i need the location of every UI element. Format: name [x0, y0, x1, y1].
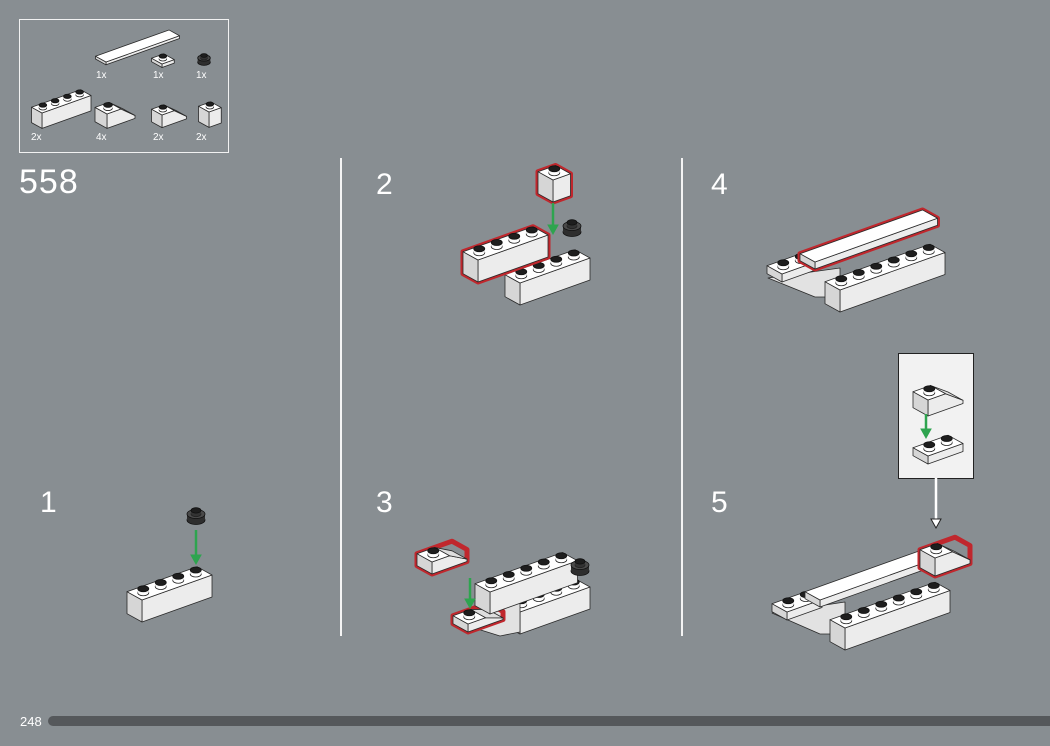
stud-icon	[567, 249, 580, 257]
part-qty: 2x	[153, 132, 164, 143]
step-label: 4	[711, 168, 728, 201]
stud-icon	[205, 101, 215, 107]
stud-icon	[38, 102, 48, 108]
stud-icon	[940, 435, 953, 442]
stud-icon	[835, 275, 848, 283]
green-arrow-head-icon	[190, 554, 202, 566]
stud-icon	[555, 552, 568, 560]
stud-icon	[525, 226, 538, 234]
stud-icon	[473, 245, 486, 253]
stud-icon	[852, 269, 865, 276]
parts-list-box	[19, 19, 229, 153]
stud-icon	[548, 165, 561, 173]
stud-icon	[923, 441, 936, 449]
tile-part-top	[95, 29, 180, 63]
stud-icon	[782, 597, 795, 605]
step-label: 1	[40, 486, 57, 519]
step-label: 3	[376, 486, 393, 519]
build-step-number: 558	[19, 163, 79, 201]
part-qty: 4x	[96, 132, 107, 143]
tile-new-top	[799, 209, 938, 263]
stud-icon	[875, 600, 888, 608]
stud-icon	[566, 219, 578, 226]
stud-icon	[502, 571, 515, 578]
part-qty: 2x	[31, 132, 42, 143]
stud-icon	[930, 543, 943, 551]
stud-icon	[75, 89, 84, 95]
column-divider	[340, 158, 342, 636]
stud-icon	[887, 256, 900, 264]
stud-icon	[892, 594, 905, 602]
stud-icon	[200, 53, 208, 58]
step-label: 5	[711, 486, 728, 519]
stud-icon	[463, 609, 476, 617]
part-qty: 1x	[96, 70, 107, 81]
stud-icon	[537, 558, 550, 566]
stud-icon	[63, 93, 72, 99]
stud-icon	[910, 588, 923, 596]
part-qty: 1x	[196, 70, 207, 81]
stud-icon	[190, 507, 202, 514]
stud-icon	[50, 98, 60, 104]
stud-icon	[158, 104, 168, 110]
stud-icon	[520, 564, 533, 572]
stud-icon	[189, 566, 202, 574]
step-label: 2	[376, 168, 393, 201]
stud-icon	[103, 102, 113, 108]
part-qty: 1x	[153, 70, 164, 81]
stud-icon	[137, 585, 150, 593]
green-arrow-head-icon	[920, 428, 932, 440]
green-arrow-head-icon	[547, 224, 559, 236]
stud-icon	[905, 250, 918, 258]
page-number: 248	[20, 714, 42, 729]
stud-icon	[777, 259, 790, 267]
stud-icon	[550, 255, 563, 263]
stud-icon	[927, 582, 940, 589]
progress-bar	[48, 716, 1050, 726]
stud-icon	[485, 577, 498, 585]
part-qty: 2x	[196, 132, 207, 143]
stud-icon	[922, 244, 935, 251]
stud-icon	[857, 607, 870, 614]
stud-icon	[490, 239, 503, 246]
stud-icon	[158, 53, 168, 59]
stud-icon	[923, 385, 936, 393]
white-arrow-head-icon	[930, 518, 942, 530]
stud-icon	[840, 613, 853, 621]
stud-icon	[154, 579, 167, 586]
stud-icon	[172, 572, 185, 580]
stud-icon	[870, 262, 883, 270]
column-divider	[681, 158, 683, 636]
stud-icon	[574, 558, 586, 565]
stud-icon	[427, 547, 440, 555]
stud-icon	[508, 232, 521, 240]
green-arrow-head-icon	[464, 598, 476, 610]
